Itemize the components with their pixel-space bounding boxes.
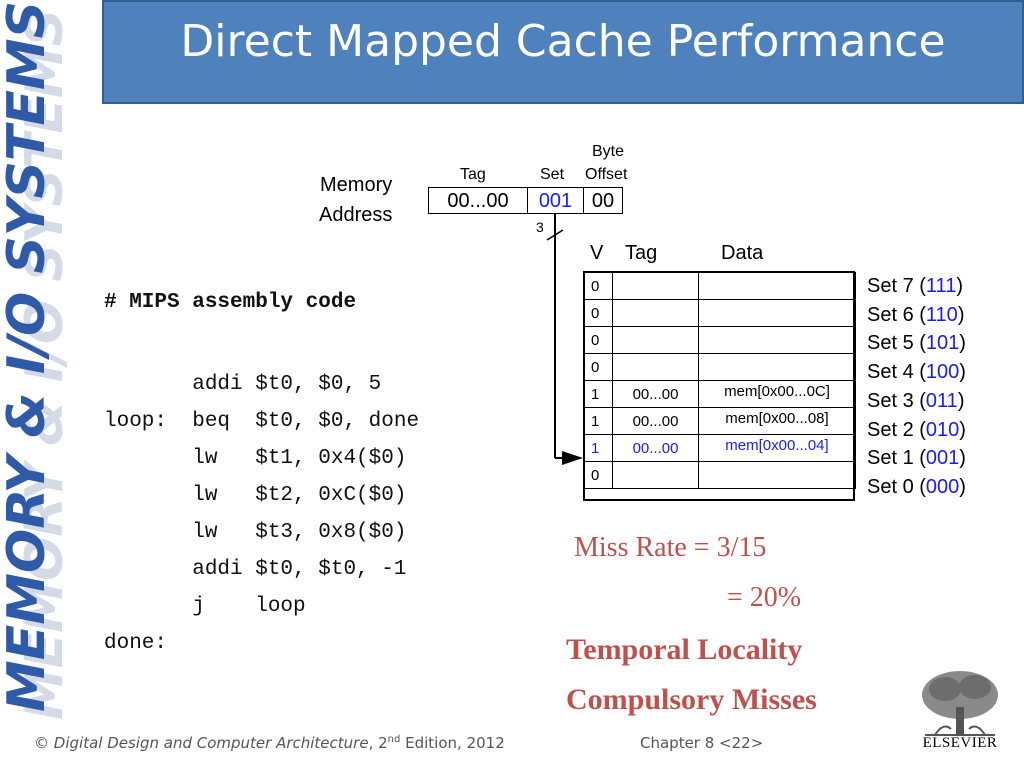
code-line: addi $t0, $0, 5 xyxy=(104,373,382,396)
valid-bit: 0 xyxy=(584,272,613,300)
code-line: j loop xyxy=(104,595,306,618)
valid-bit: 1 xyxy=(584,434,613,462)
address-tag-field: 00...00 xyxy=(428,187,528,214)
tag-cell xyxy=(612,299,699,327)
data-cell xyxy=(698,461,856,489)
footer-chapter: Chapter 8 <22> xyxy=(640,734,764,752)
valid-bit: 1 xyxy=(584,407,613,435)
index-arrow xyxy=(546,214,583,465)
cache-row-set-5: 0 xyxy=(584,326,856,354)
data-cell: mem[0x00...04] xyxy=(698,434,856,462)
code-line: done: xyxy=(104,632,168,655)
code-line: lw $t3, 0x8($0) xyxy=(104,521,407,544)
data-cell xyxy=(698,299,856,327)
data-cell: mem[0x00...08] xyxy=(698,407,856,435)
code-listing: addi $t0, $0, 5 loop: beq $t0, $0, done l… xyxy=(104,366,419,662)
cache-header-valid: V xyxy=(590,242,604,264)
cache-row-set-0: 0 xyxy=(584,461,856,489)
publisher-name: ELSEVIER xyxy=(922,735,998,751)
tag-cell xyxy=(612,326,699,354)
code-line: addi $t0, $t0, -1 xyxy=(104,558,407,581)
set-label: Set 3 (011) xyxy=(867,390,965,412)
data-cell xyxy=(698,353,856,381)
bus-width-label: 3 xyxy=(536,219,544,235)
tag-cell xyxy=(612,272,699,300)
set-label: Set 0 (000) xyxy=(867,476,966,498)
offset-field-header-1: Byte xyxy=(592,143,625,160)
memory-address-label-1: Memory xyxy=(320,174,393,196)
footer-copyright: © Digital Design and Computer Architectu… xyxy=(34,734,505,752)
data-cell: mem[0x00...0C] xyxy=(698,380,856,408)
side-banner-text: MEMORY & I/O SYSTEMS xyxy=(0,1,57,712)
set-label: Set 4 (100) xyxy=(867,361,966,383)
set-label: Set 7 (111) xyxy=(867,275,963,297)
data-cell xyxy=(698,326,856,354)
miss-rate-line-2: = 20% xyxy=(727,582,802,613)
miss-rate-line-1: Miss Rate = 3/15 xyxy=(574,532,767,563)
temporal-locality-note: Temporal Locality xyxy=(566,633,803,666)
tag-cell: 00...00 xyxy=(612,407,699,435)
set-label: Set 5 (101) xyxy=(867,332,966,354)
valid-bit: 0 xyxy=(584,326,613,354)
set-field-header: Set xyxy=(540,166,565,183)
cache-row-set-7: 0 xyxy=(584,272,856,300)
memory-address-label-2: Address xyxy=(319,204,393,226)
title-bar: Direct Mapped Cache Performance xyxy=(102,0,1024,104)
tag-cell xyxy=(612,461,699,489)
cache-header-data: Data xyxy=(721,242,764,264)
valid-bit: 0 xyxy=(584,299,613,327)
set-label: Set 2 (010) xyxy=(867,419,966,441)
code-line: lw $t2, 0xC($0) xyxy=(104,484,407,507)
code-comment: # MIPS assembly code xyxy=(104,291,357,314)
code-line: loop: beq $t0, $0, done xyxy=(104,410,420,433)
set-label: Set 6 (110) xyxy=(867,304,965,326)
address-set-field: 001 xyxy=(527,187,584,214)
valid-bit: 1 xyxy=(584,380,613,408)
address-offset-field: 00 xyxy=(583,187,623,214)
data-cell xyxy=(698,272,856,300)
publisher-tree-logo xyxy=(915,667,1005,739)
page-title: Direct Mapped Cache Performance xyxy=(180,16,946,67)
tag-cell xyxy=(612,353,699,381)
compulsory-misses-note: Compulsory Misses xyxy=(566,683,817,716)
side-banner: MEMORY & I/O SYSTEMS MEMORY & I/O SYSTEM… xyxy=(0,1,75,720)
code-line: lw $t1, 0x4($0) xyxy=(104,447,407,470)
valid-bit: 0 xyxy=(584,353,613,381)
offset-field-header-2: Offset xyxy=(585,166,628,183)
valid-bit: 0 xyxy=(584,461,613,489)
cache-header-tag: Tag xyxy=(625,242,658,264)
cache-row-set-4: 0 xyxy=(584,353,856,381)
side-banner-shadow: MEMORY & I/O SYSTEMS xyxy=(15,9,75,720)
tag-cell: 00...00 xyxy=(612,380,699,408)
cache-row-set-6: 0 xyxy=(584,299,856,327)
set-label: Set 1 (001) xyxy=(867,447,966,469)
tag-cell: 00...00 xyxy=(612,434,699,462)
tag-field-header: Tag xyxy=(460,166,486,183)
